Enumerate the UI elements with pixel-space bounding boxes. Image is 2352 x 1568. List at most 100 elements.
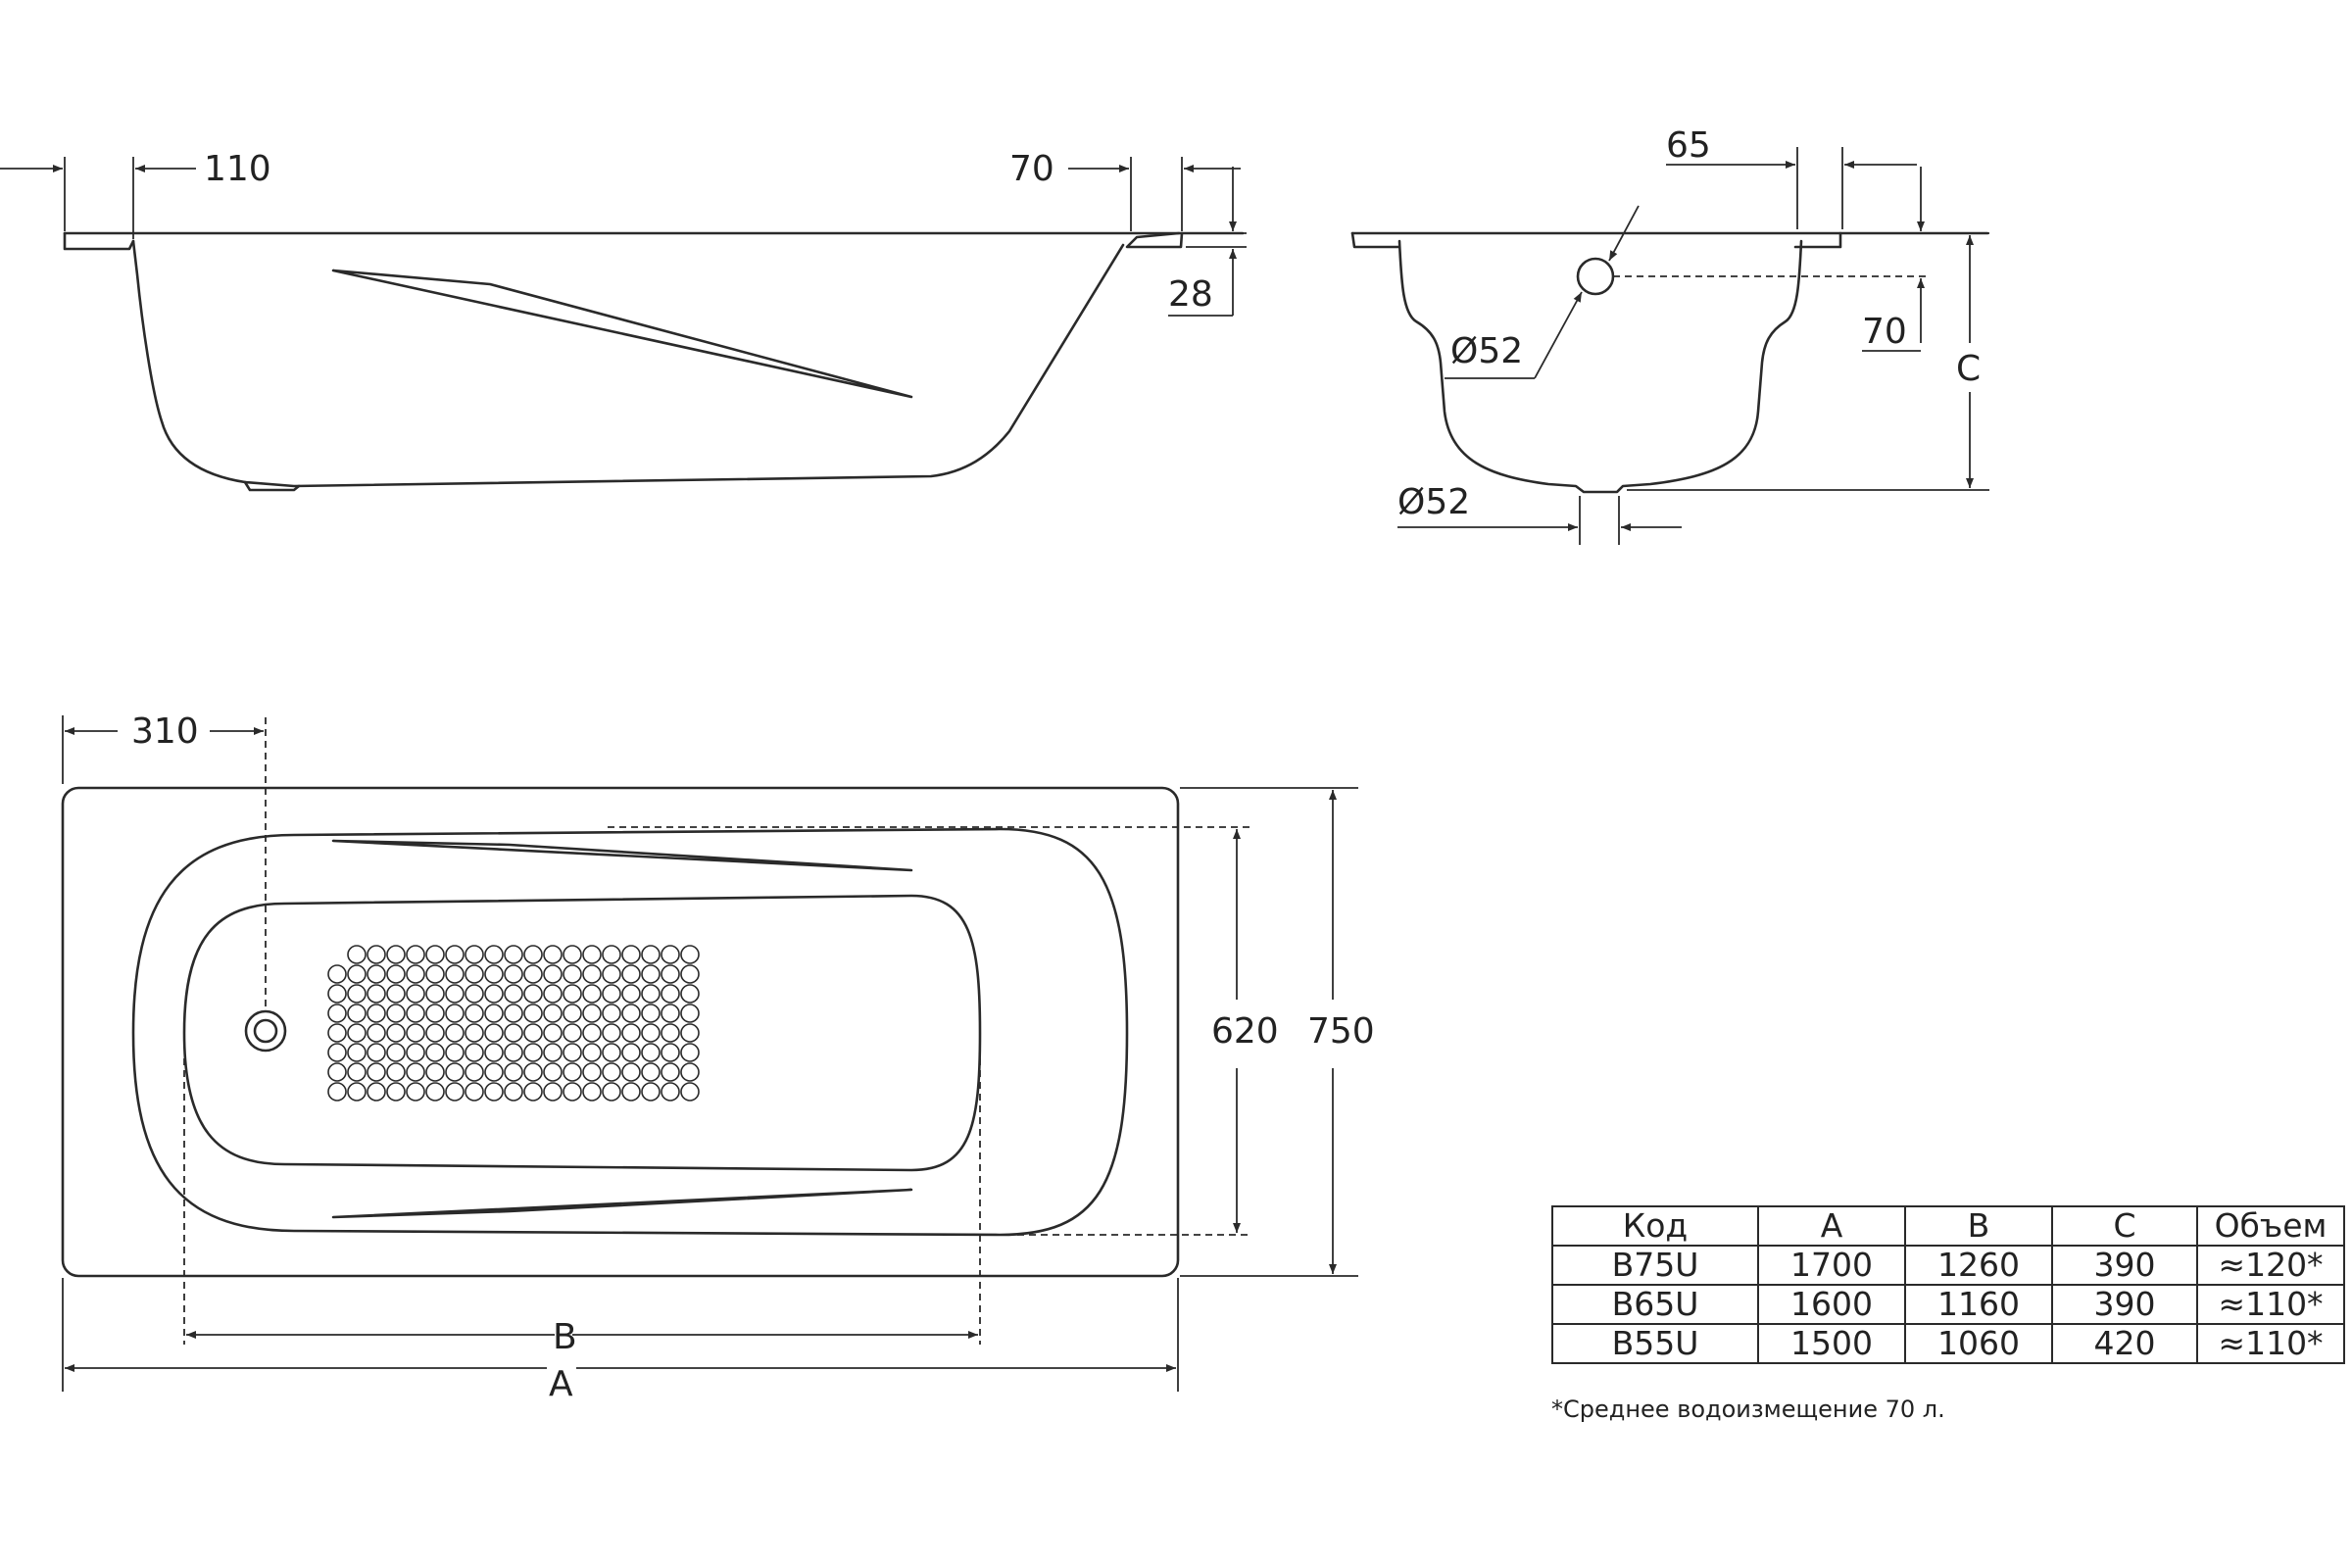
antislip-dot bbox=[582, 984, 602, 1004]
antislip-dot bbox=[347, 984, 367, 1004]
end-dim-drain-diameter-label: Ø52 bbox=[1397, 482, 1470, 522]
spec-cell-volume: ≈110* bbox=[2196, 1284, 2345, 1325]
antislip-dot bbox=[543, 1062, 563, 1082]
end-dim-65-label: 65 bbox=[1666, 125, 1711, 166]
antislip-dot bbox=[661, 984, 680, 1004]
top-outer-basin bbox=[131, 827, 1129, 1237]
antislip-dot bbox=[602, 964, 621, 984]
antislip-dot bbox=[484, 945, 504, 964]
antislip-dot bbox=[406, 1043, 425, 1062]
antislip-dot bbox=[445, 1023, 465, 1043]
antislip-dot bbox=[347, 945, 367, 964]
antislip-dot bbox=[386, 945, 406, 964]
antislip-dot bbox=[621, 1043, 641, 1062]
antislip-dot bbox=[425, 1043, 445, 1062]
antislip-dot bbox=[621, 1004, 641, 1023]
antislip-dot bbox=[680, 1082, 700, 1102]
spec-cell-a: 1500 bbox=[1757, 1323, 1906, 1364]
antislip-dot bbox=[425, 1004, 445, 1023]
antislip-dot bbox=[563, 1043, 582, 1062]
antislip-dot bbox=[386, 1023, 406, 1043]
spec-header-c: C bbox=[2051, 1205, 2198, 1247]
antislip-dot bbox=[327, 1004, 347, 1023]
end-overflow-leader-top bbox=[1608, 205, 1640, 262]
top-view: 310 620 750 B A bbox=[61, 711, 1375, 1404]
antislip-dot bbox=[563, 1082, 582, 1102]
top-dim-620-label: 620 bbox=[1211, 1011, 1279, 1052]
spec-cell-volume: ≈120* bbox=[2196, 1245, 2345, 1286]
antislip-dot bbox=[504, 945, 523, 964]
antislip-dot bbox=[602, 1062, 621, 1082]
antislip-dot bbox=[641, 1023, 661, 1043]
antislip-dot bbox=[680, 964, 700, 984]
antislip-dot bbox=[504, 1023, 523, 1043]
top-drain-outer bbox=[244, 1009, 287, 1053]
top-dim-310-label: 310 bbox=[131, 711, 199, 752]
antislip-dot bbox=[386, 1004, 406, 1023]
spec-footnote: *Среднее водоизмещение 70 л. bbox=[1551, 1396, 1945, 1423]
antislip-dot bbox=[347, 1043, 367, 1062]
antislip-dot bbox=[563, 1062, 582, 1082]
end-overflow-hole bbox=[1576, 257, 1615, 296]
antislip-dot bbox=[327, 964, 347, 984]
antislip-dot bbox=[621, 1082, 641, 1102]
antislip-dot bbox=[347, 964, 367, 984]
antislip-dot bbox=[465, 984, 484, 1004]
antislip-dot bbox=[621, 1062, 641, 1082]
antislip-dot bbox=[621, 984, 641, 1004]
spec-cell-code: B65U bbox=[1551, 1284, 1759, 1325]
antislip-dot bbox=[425, 964, 445, 984]
antislip-dot bbox=[504, 1043, 523, 1062]
antislip-dot bbox=[484, 984, 504, 1004]
end-dim-70-label: 70 bbox=[1862, 312, 1907, 352]
spec-header-b: B bbox=[1904, 1205, 2053, 1247]
spec-header-volume: Объем bbox=[2196, 1205, 2345, 1247]
antislip-dot bbox=[504, 1082, 523, 1102]
antislip-dot bbox=[661, 964, 680, 984]
antislip-dot bbox=[465, 1082, 484, 1102]
antislip-dot bbox=[602, 1043, 621, 1062]
antislip-dot bbox=[386, 1062, 406, 1082]
side-tub-body bbox=[131, 239, 1125, 488]
antislip-dot bbox=[661, 945, 680, 964]
antislip-dot bbox=[445, 1043, 465, 1062]
top-inner-basin bbox=[182, 894, 982, 1172]
antislip-dot bbox=[621, 1023, 641, 1043]
antislip-dot bbox=[582, 1023, 602, 1043]
spec-header-a: A bbox=[1757, 1205, 1906, 1247]
antislip-dot bbox=[641, 984, 661, 1004]
antislip-dot bbox=[445, 1062, 465, 1082]
antislip-dot bbox=[621, 964, 641, 984]
antislip-dot bbox=[386, 984, 406, 1004]
spec-table-header-row: Код A B C Объем bbox=[1551, 1205, 2345, 1247]
antislip-dot bbox=[465, 1004, 484, 1023]
antislip-dot bbox=[445, 964, 465, 984]
antislip-dot bbox=[602, 1082, 621, 1102]
antislip-dot bbox=[661, 1043, 680, 1062]
side-backrest bbox=[331, 269, 913, 399]
antislip-dot bbox=[543, 1023, 563, 1043]
antislip-dot bbox=[621, 945, 641, 964]
antislip-dot bbox=[406, 1082, 425, 1102]
antislip-dot bbox=[582, 1043, 602, 1062]
antislip-dot bbox=[386, 964, 406, 984]
side-view: 110 70 28 bbox=[0, 149, 1247, 492]
end-dim-overflow-diameter-label: Ø52 bbox=[1450, 331, 1523, 371]
antislip-dot bbox=[367, 945, 386, 964]
antislip-dot bbox=[504, 964, 523, 984]
side-right-flange bbox=[1125, 231, 1184, 249]
antislip-dot bbox=[327, 1062, 347, 1082]
antislip-dot bbox=[661, 1082, 680, 1102]
antislip-dot bbox=[406, 1062, 425, 1082]
antislip-dot bbox=[445, 984, 465, 1004]
antislip-dot bbox=[602, 1023, 621, 1043]
end-view: Ø52 65 70 C Ø52 bbox=[1350, 125, 1989, 545]
antislip-dot bbox=[680, 1004, 700, 1023]
antislip-dot bbox=[563, 964, 582, 984]
antislip-dot bbox=[523, 964, 543, 984]
antislip-dot bbox=[445, 1004, 465, 1023]
side-dim-70-label: 70 bbox=[1009, 149, 1054, 189]
antislip-dot bbox=[680, 1023, 700, 1043]
antislip-dot bbox=[641, 1004, 661, 1023]
antislip-dot bbox=[327, 1082, 347, 1102]
